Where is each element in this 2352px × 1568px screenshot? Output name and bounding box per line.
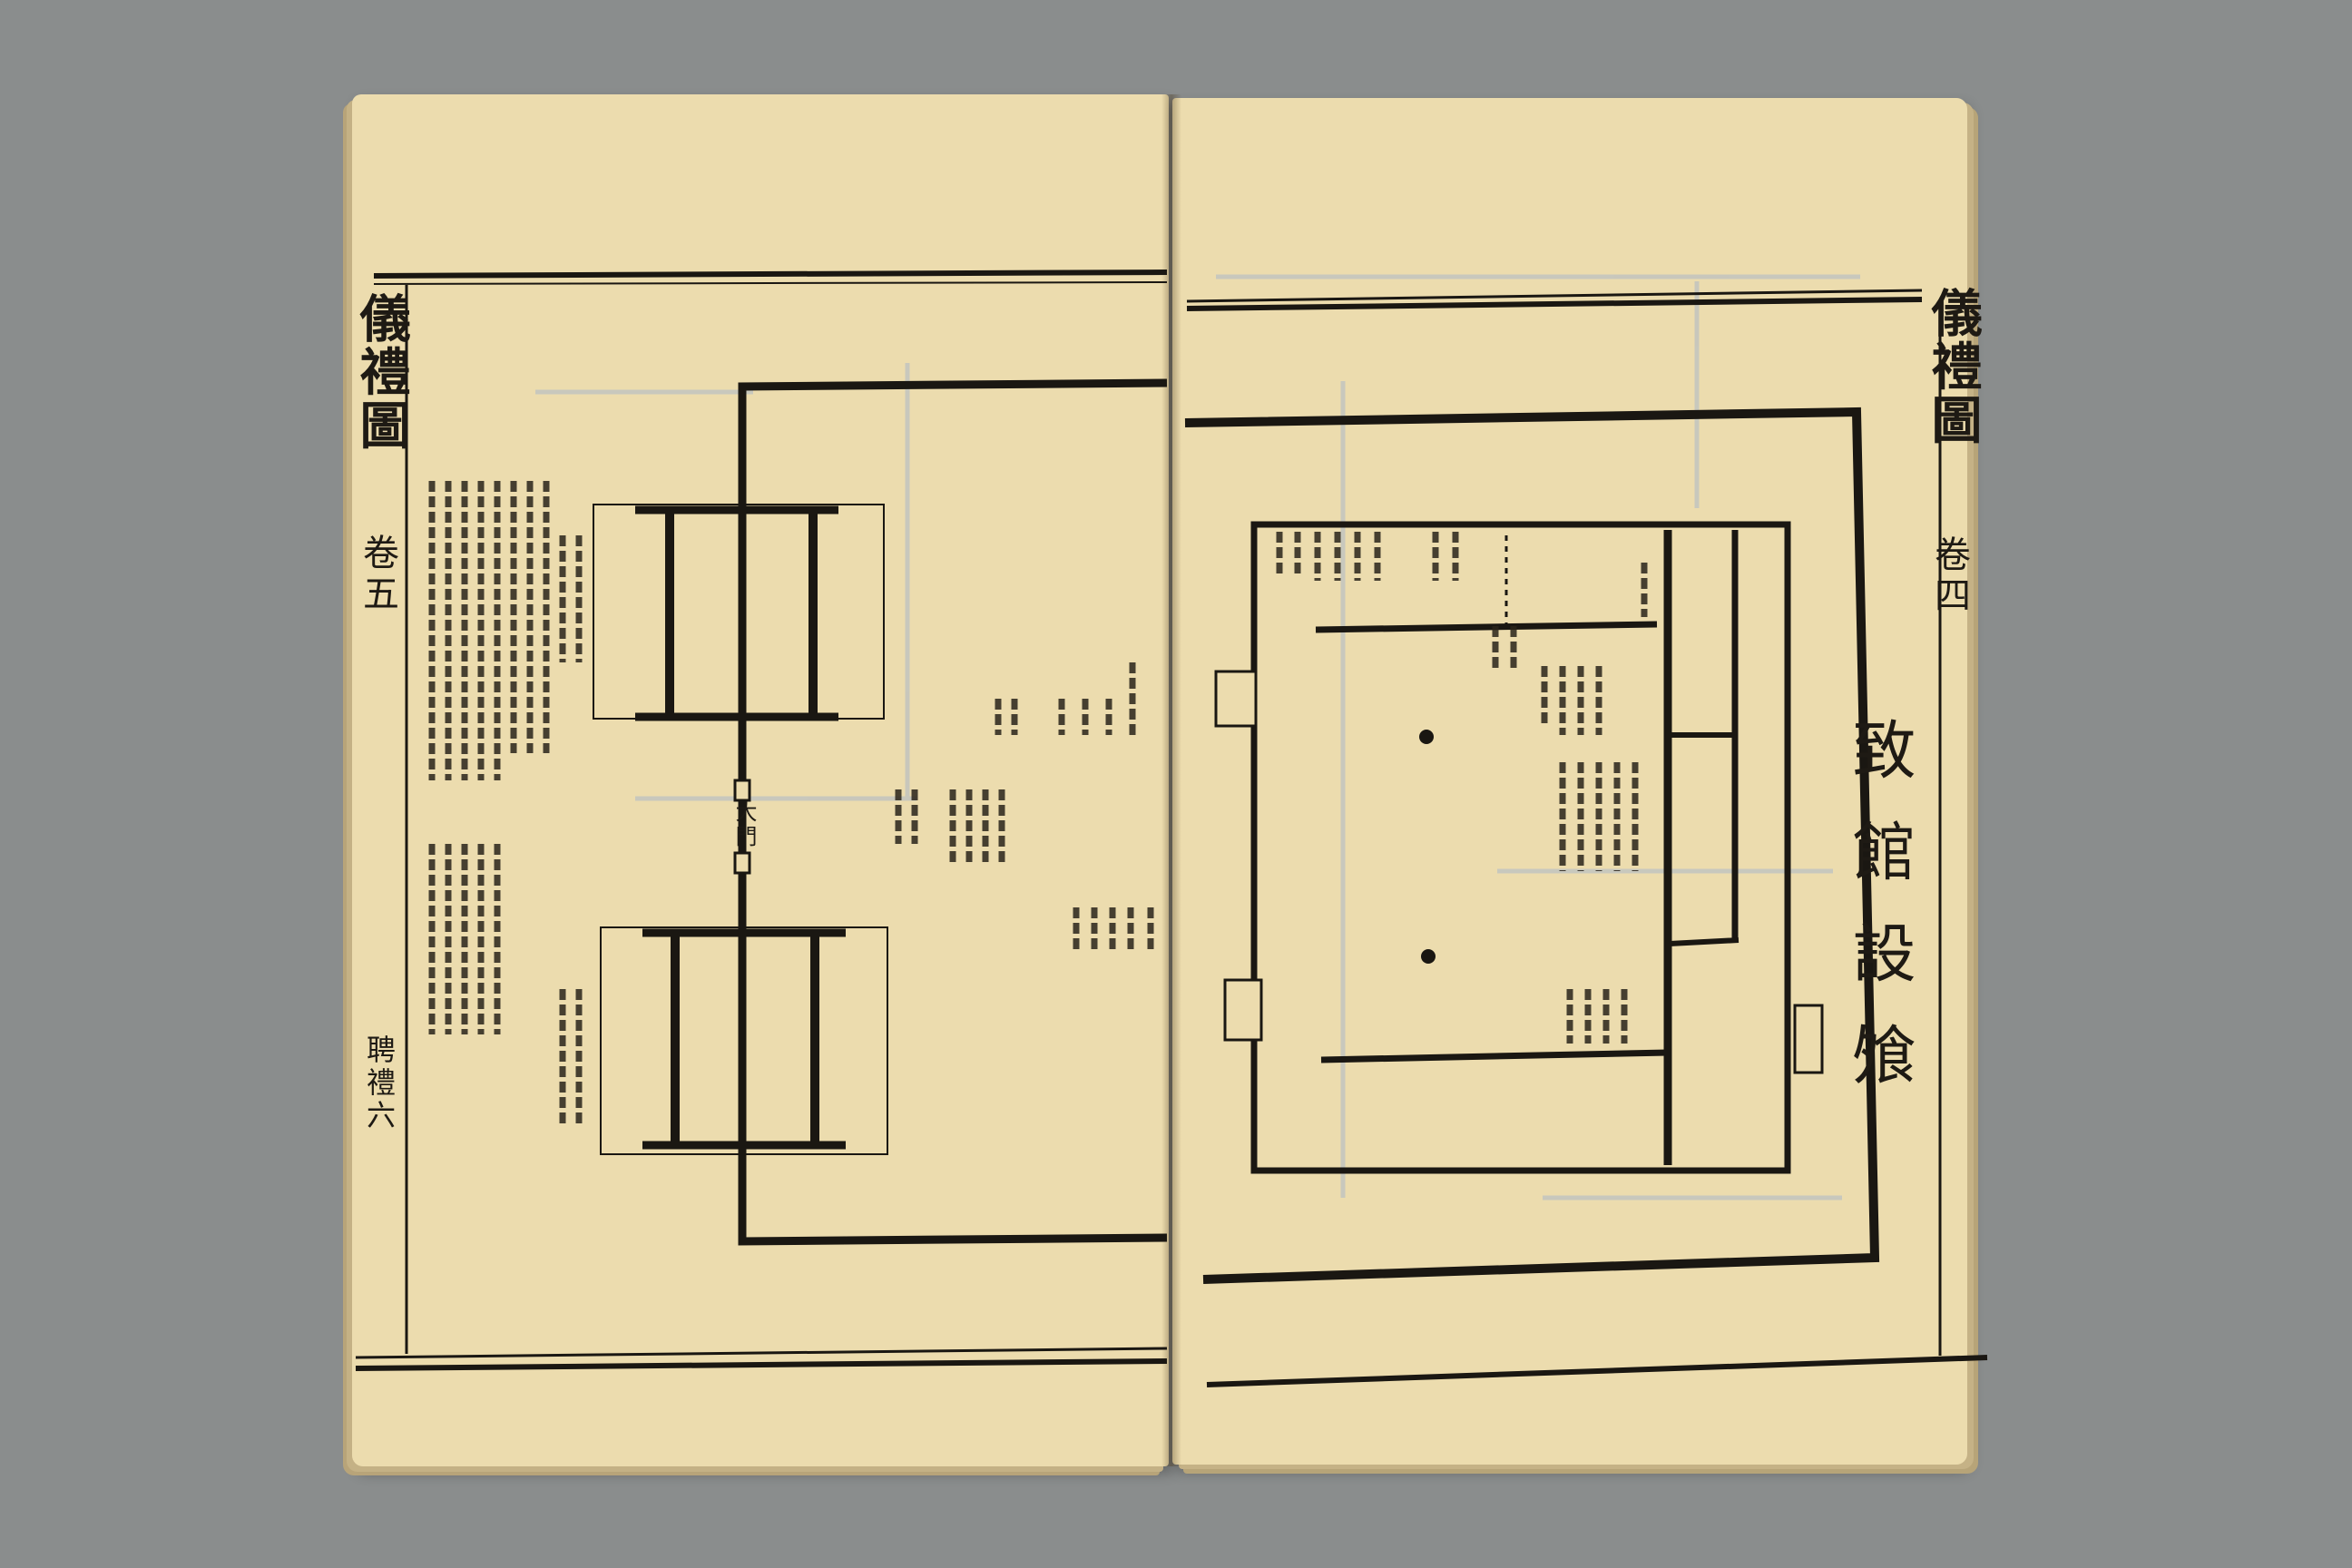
lower-hall	[600, 926, 888, 1155]
section-heading: 致館設飧	[1842, 717, 1916, 1123]
left-section-marker: 卷五	[357, 534, 398, 615]
upper-hall	[593, 504, 885, 721]
gate-label: 大門	[731, 800, 757, 849]
right-section-marker: 卷四	[1928, 535, 1970, 617]
gate-marker	[733, 779, 751, 875]
left-footer-label: 聘禮六	[362, 1034, 397, 1132]
seat-dot	[1421, 949, 1436, 964]
seat-dot	[1419, 730, 1434, 744]
left-page-frame	[355, 270, 1168, 1371]
book-gutter	[1161, 94, 1181, 1466]
annotation-strokes	[428, 481, 1648, 1125]
left-running-title: 儀禮圖	[351, 292, 411, 453]
right-running-title: 儀禮圖	[1923, 287, 1983, 447]
right-compound	[1184, 407, 1880, 1284]
right-page-frame	[1186, 289, 1988, 1387]
right-page	[1172, 98, 1967, 1465]
left-compound	[593, 378, 1168, 1246]
